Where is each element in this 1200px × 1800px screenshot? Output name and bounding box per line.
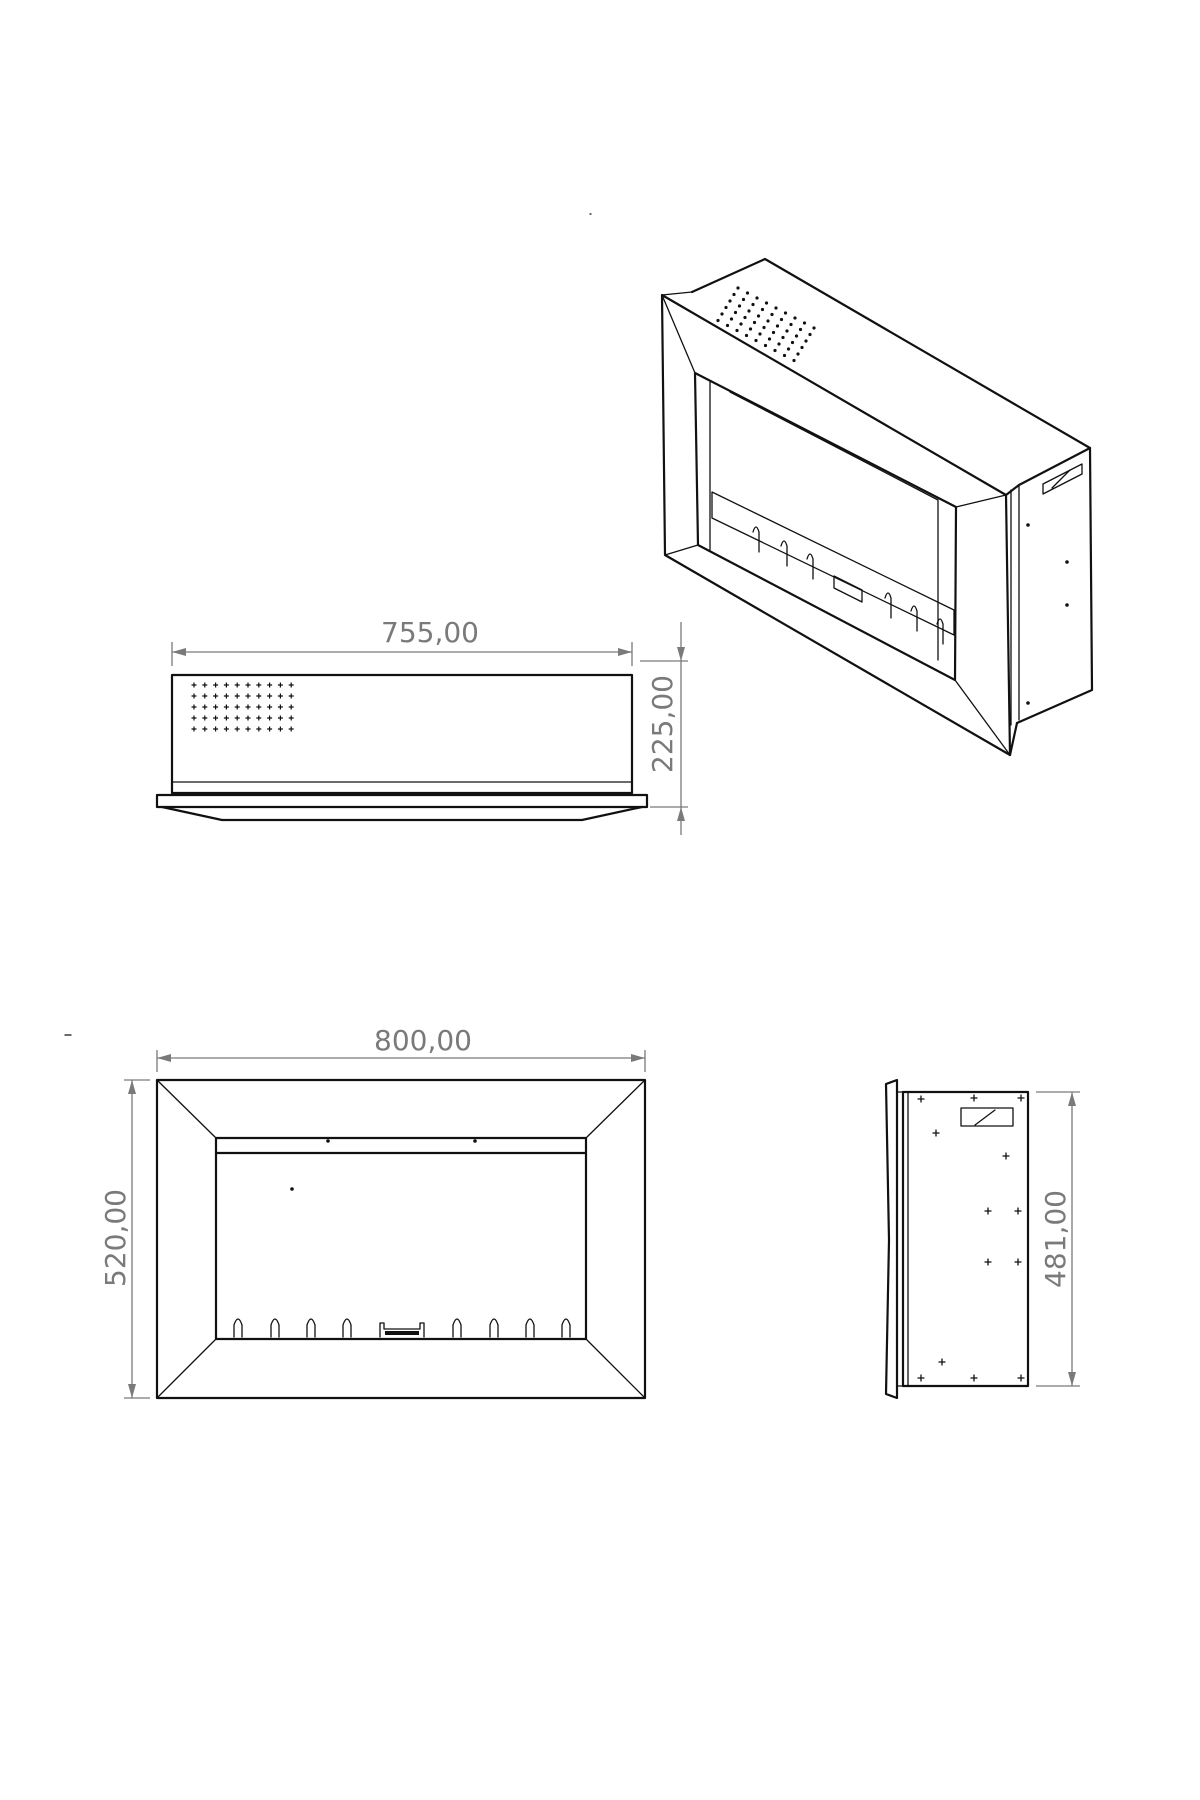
top-width-label: 755,00 bbox=[381, 616, 479, 649]
top-view: 755,00 225,00 bbox=[155, 616, 688, 835]
vent-holes bbox=[716, 286, 816, 363]
side-view: 481,00 bbox=[884, 1078, 1080, 1400]
top-height-label: 225,00 bbox=[646, 675, 679, 773]
vent-holes bbox=[191, 682, 294, 732]
front-height-label: 520,00 bbox=[99, 1189, 132, 1287]
front-view: 800,00 520,00 bbox=[99, 1024, 647, 1400]
side-height-label: 481,00 bbox=[1039, 1190, 1072, 1288]
front-width-label: 800,00 bbox=[374, 1024, 472, 1057]
mounting-holes bbox=[917, 1094, 1025, 1382]
isometric-view bbox=[660, 257, 1094, 757]
